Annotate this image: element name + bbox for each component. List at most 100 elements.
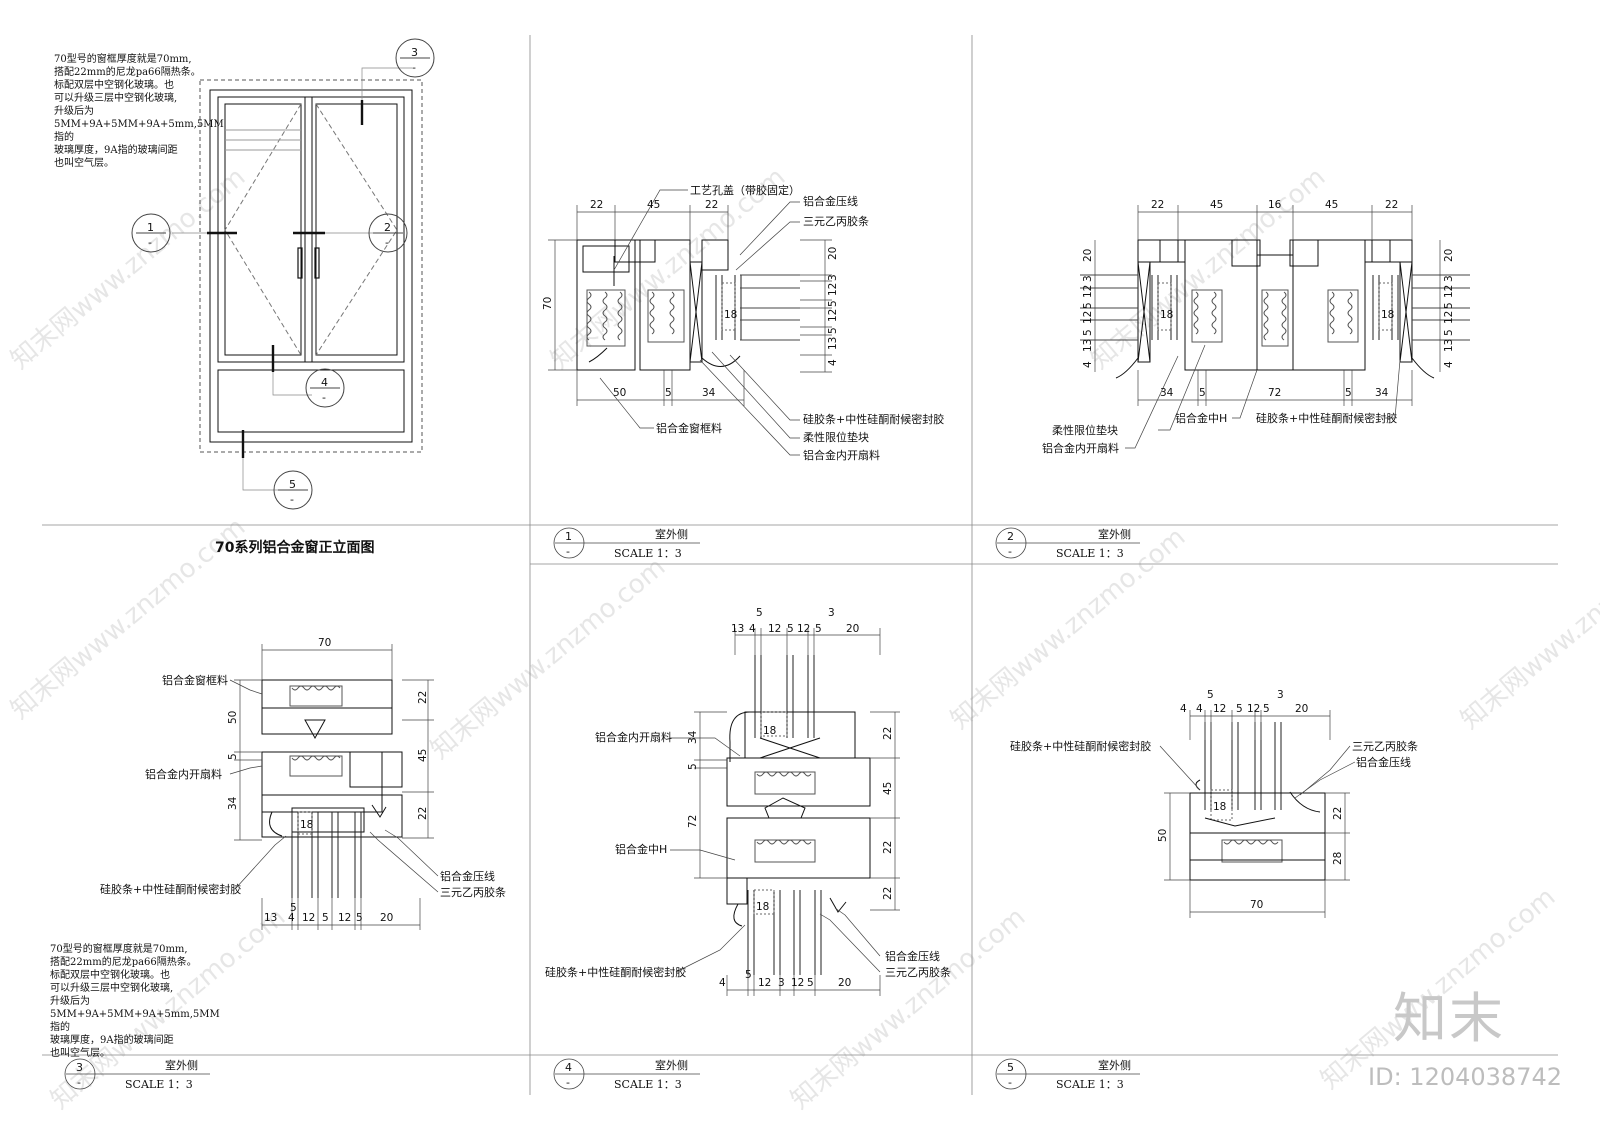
dim-text: 5 bbox=[322, 912, 329, 924]
watermark: 知末网www.znzmo.com bbox=[785, 902, 1031, 1115]
dim-text: 13 bbox=[264, 912, 277, 924]
dim-text: 45 bbox=[417, 749, 429, 762]
dim-text: 4 bbox=[1196, 703, 1203, 715]
panel-4-scale: SCALE 1：3 bbox=[614, 1078, 682, 1091]
panel-3-num: 3 bbox=[76, 1061, 83, 1074]
dim-text: 18 bbox=[1381, 309, 1394, 321]
dim-text: 5 bbox=[815, 623, 822, 635]
dim-text: 20 bbox=[380, 912, 393, 924]
section-5-dimensions bbox=[1164, 710, 1350, 918]
label-yaxian-4: 铝合金压线 bbox=[885, 949, 940, 963]
section-3-leaders bbox=[229, 679, 439, 893]
dim-text: 3 bbox=[827, 274, 839, 281]
note-top: 70型号的窗框厚度就是70mm, 搭配22mm的尼龙pa66隔热条。 标配双层中… bbox=[54, 54, 224, 169]
dim-text: 5 bbox=[787, 623, 794, 635]
label-zhongting-2: 铝合金中H bbox=[1175, 411, 1227, 425]
dim-text: 5 bbox=[687, 763, 699, 770]
dim-text: 34 bbox=[1160, 387, 1174, 399]
dim-text: 12 bbox=[768, 623, 781, 635]
label-neikai-2: 铝合金内开扇料 bbox=[1042, 441, 1119, 455]
panel-2-dash: - bbox=[1008, 545, 1012, 558]
dim-text: 70 bbox=[318, 637, 331, 649]
label-feng-2: 硅胶条+中性硅酮耐候密封胶 bbox=[1256, 411, 1397, 425]
label-feng-5: 硅胶条+中性硅酮耐候密封胶 bbox=[1010, 739, 1151, 753]
dim-text: 20 bbox=[827, 247, 839, 260]
dim-text: 13 bbox=[731, 623, 744, 635]
dim-text: 22 bbox=[882, 841, 894, 854]
dim-text: 3 bbox=[778, 977, 785, 989]
dim-text: 12 bbox=[1213, 703, 1226, 715]
dim-text: 4 bbox=[288, 912, 295, 924]
dim-text: 50 bbox=[227, 711, 239, 724]
dim-text: 22 bbox=[417, 807, 429, 820]
dim-text: 3 bbox=[1443, 275, 1455, 282]
dim-text: 3 bbox=[1082, 275, 1094, 282]
dim-text: 20 bbox=[1082, 249, 1094, 262]
section-4-leaders bbox=[670, 737, 881, 973]
section-2-drawing bbox=[1080, 239, 1470, 379]
label-feng-3: 硅胶条+中性硅酮耐候密封胶 bbox=[100, 882, 241, 896]
callout-4-num: 4 bbox=[321, 376, 328, 389]
panel-4-dash: - bbox=[566, 1076, 570, 1089]
dim-text: 5 bbox=[1263, 703, 1270, 715]
label-neikai-3: 铝合金内开扇料 bbox=[145, 767, 222, 781]
dim-text: 5 bbox=[1443, 329, 1455, 336]
dim-text: 20 bbox=[1295, 703, 1308, 715]
label-neikai-4: 铝合金内开扇料 bbox=[595, 730, 672, 744]
dim-text: 5 bbox=[1082, 302, 1094, 309]
dim-text: 22 bbox=[1385, 199, 1398, 211]
callout-5-dash: - bbox=[290, 493, 294, 506]
label-feng: 硅胶条+中性硅酮耐候密封胶 bbox=[803, 412, 944, 426]
dim-text: 22 bbox=[590, 199, 603, 211]
dim-text: 12 bbox=[791, 977, 804, 989]
dim-text: 20 bbox=[838, 977, 851, 989]
label-jiaotiao-3: 三元乙丙胶条 bbox=[440, 885, 506, 899]
watermark: 知末网www.znzmo.com bbox=[5, 162, 251, 375]
label-dianku: 柔性限位垫块 bbox=[803, 430, 869, 444]
dim-text: 18 bbox=[300, 819, 313, 831]
label-chuangkuang-3: 铝合金窗框料 bbox=[162, 673, 228, 687]
dim-text: 12 bbox=[758, 977, 771, 989]
label-jiaotiao: 三元乙丙胶条 bbox=[803, 214, 869, 228]
dim-text: 4 bbox=[1180, 703, 1187, 715]
label-neikai: 铝合金内开扇料 bbox=[803, 448, 880, 462]
label-feng-4: 硅胶条+中性硅酮耐候密封胶 bbox=[545, 965, 686, 979]
dim-text: 12 bbox=[1443, 285, 1455, 298]
dim-text: 72 bbox=[687, 815, 699, 828]
watermark-id: ID: 1204038742 bbox=[1368, 1063, 1562, 1091]
dim-text: 5 bbox=[745, 969, 752, 981]
dim-text: 18 bbox=[1160, 309, 1173, 321]
watermark-layer: 知末网www.znzmo.com 知末网www.znzmo.com 知末网www… bbox=[5, 162, 1600, 1115]
dim-text: 45 bbox=[1210, 199, 1223, 211]
dim-text: 70 bbox=[542, 297, 554, 310]
label-jiaotiao-4: 三元乙丙胶条 bbox=[885, 965, 951, 979]
dim-text: 50 bbox=[1157, 829, 1169, 842]
note-bottom: 70型号的窗框厚度就是70mm, 搭配22mm的尼龙pa66隔热条。 标配双层中… bbox=[50, 944, 220, 1059]
dim-text: 5 bbox=[1199, 387, 1206, 399]
window-elevation bbox=[172, 67, 423, 491]
section-4-dimensions bbox=[694, 628, 900, 996]
dim-text: 4 bbox=[827, 359, 839, 366]
dim-text: 18 bbox=[763, 725, 776, 737]
callout-3-dash: - bbox=[412, 61, 416, 74]
label-chuangkuang: 铝合金窗框料 bbox=[656, 421, 722, 435]
dim-text: 22 bbox=[1332, 807, 1344, 820]
dim-text: 5 bbox=[1207, 689, 1214, 701]
dim-text: 18 bbox=[756, 901, 769, 913]
label-yaxian-3: 铝合金压线 bbox=[440, 869, 495, 883]
label-yaxian-5: 铝合金压线 bbox=[1356, 755, 1411, 769]
dim-text: 72 bbox=[1268, 387, 1281, 399]
panel-2-scale: SCALE 1：3 bbox=[1056, 547, 1124, 560]
panel-4-side: 室外侧 bbox=[655, 1058, 688, 1072]
callout-bubbles bbox=[131, 38, 435, 510]
section-1-drawing bbox=[576, 239, 800, 371]
dim-text: 5 bbox=[1236, 703, 1243, 715]
dim-text: 22 bbox=[882, 887, 894, 900]
sheet-grid bbox=[42, 35, 1558, 1095]
dim-text: 16 bbox=[1268, 199, 1282, 211]
dim-text: 5 bbox=[1345, 387, 1352, 399]
panel-5-side: 室外侧 bbox=[1098, 1058, 1131, 1072]
panel-5-num: 5 bbox=[1007, 1061, 1014, 1074]
panel-1-num: 1 bbox=[565, 530, 572, 543]
dim-text: 22 bbox=[705, 199, 718, 211]
